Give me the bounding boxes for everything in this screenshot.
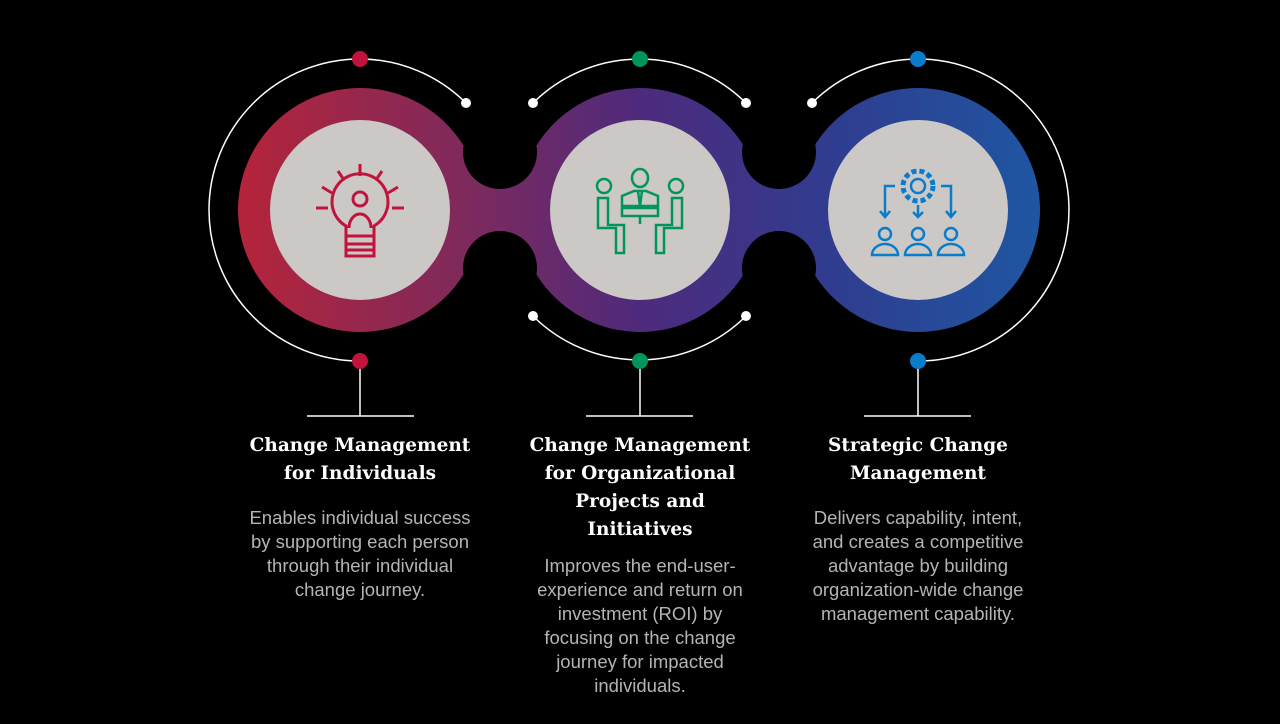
card-organizational: Change Management for Organizational Pro…	[520, 432, 760, 698]
card-title: Change Management for Individuals	[240, 432, 480, 488]
card-title: Strategic Change Management	[798, 432, 1038, 488]
inner-circle-1	[270, 120, 450, 300]
title-line: Change Management	[529, 435, 751, 456]
title-line: for Individuals	[283, 463, 437, 484]
title-line: for Organizational	[544, 463, 736, 484]
card-individuals: Change Management for Individuals Enable…	[240, 432, 480, 602]
card-description: Enables individual success by supporting…	[249, 507, 471, 600]
gear-people-icon	[870, 168, 966, 257]
title-line: Projects and Initiatives	[575, 491, 705, 540]
card-description: Improves the end-user-experience and ret…	[537, 555, 743, 696]
inner-circle-2	[550, 120, 730, 300]
orbit-dots	[352, 51, 926, 369]
meeting-table-icon	[595, 167, 685, 255]
card-description: Delivers capability, intent, and creates…	[812, 507, 1024, 624]
title-line: Management	[850, 463, 986, 484]
lightbulb-person-icon	[316, 164, 404, 258]
card-strategic: Strategic Change Management Delivers cap…	[798, 432, 1038, 626]
card-title: Change Management for Organizational Pro…	[520, 432, 760, 544]
title-line: Change Management	[249, 435, 471, 456]
title-line: Strategic Change	[828, 435, 1008, 456]
